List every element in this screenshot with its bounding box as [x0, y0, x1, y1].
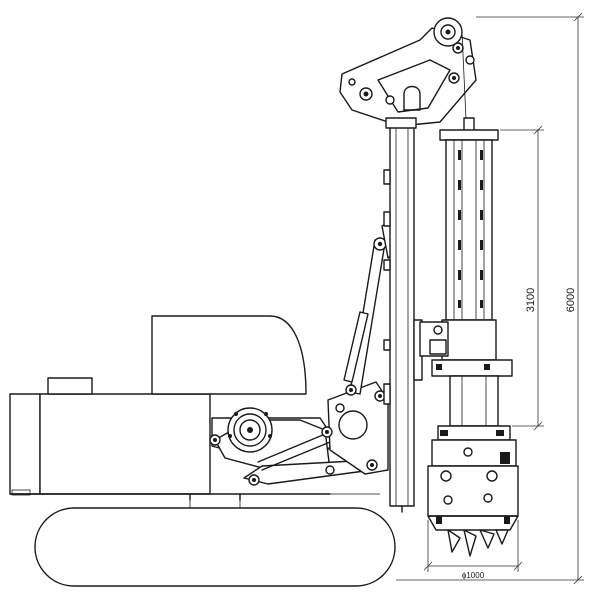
rotary-head: [441, 319, 497, 361]
mast-column: [389, 125, 415, 507]
operator-cab: [151, 315, 307, 395]
body-housing: [39, 393, 211, 495]
boom-linkage: [209, 381, 389, 486]
drill-bucket: [427, 425, 519, 557]
mast-pivot: [338, 410, 368, 440]
auger-diameter-label: ϕ1000: [462, 571, 485, 580]
upper-carriage: [9, 315, 380, 501]
kelly-assembly: [419, 117, 513, 427]
head-frame: [339, 27, 477, 127]
kelly-stroke-label: 3100: [525, 288, 537, 312]
mast: [383, 125, 423, 513]
kelly-bar: [445, 139, 493, 321]
crawler-track: [34, 496, 396, 587]
kelly-ribs: [458, 150, 483, 308]
drill-stem: [449, 375, 499, 427]
rotary-gearbox: [431, 359, 513, 377]
overall-height-label: 6000: [565, 288, 577, 312]
kelly-top-plate: [439, 129, 499, 141]
dimension-lines: [396, 12, 584, 585]
exhaust-box: [47, 377, 93, 395]
mast-head: [339, 17, 477, 129]
counterweight: [9, 393, 41, 495]
